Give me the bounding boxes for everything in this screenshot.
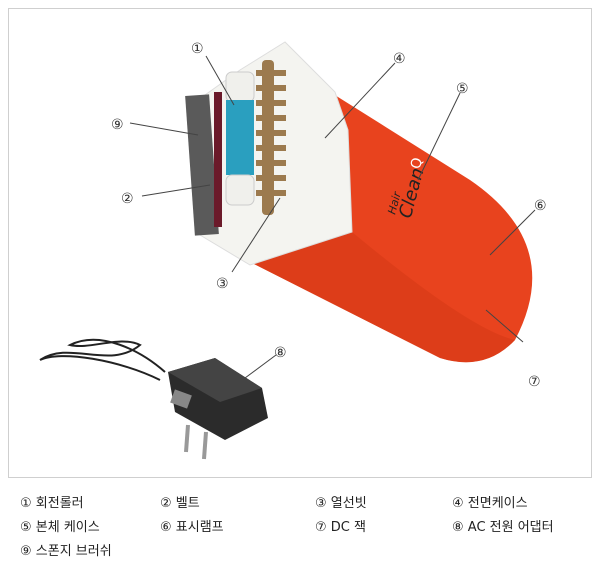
belt (214, 92, 222, 227)
legend-item-5: ⑤ 본체 케이스 (20, 520, 100, 535)
device-illustration: Hair Clean Q ① ② ③ ④ ⑤ ⑥ ⑦ ⑧ ⑨ (39, 41, 547, 460)
callout-1: ① (191, 41, 204, 57)
callout-2: ② (121, 191, 134, 207)
callout-3: ③ (216, 276, 229, 292)
rotating-roller (226, 100, 254, 175)
legend-item-8: ⑧ AC 전원 어댑터 (452, 520, 554, 535)
callout-8: ⑧ (274, 345, 287, 361)
legend-item-7: ⑦ DC 잭 (315, 520, 366, 535)
legend-item-4: ④ 전면케이스 (452, 496, 528, 511)
image-frame (8, 8, 592, 478)
sponge-brush (185, 94, 219, 236)
callout-7: ⑦ (528, 374, 541, 390)
callout-4: ④ (393, 51, 406, 67)
adapter-cable (39, 338, 166, 381)
heated-comb (256, 60, 286, 215)
ac-adapter (168, 358, 268, 460)
legend-item-2: ② 벨트 (160, 496, 200, 511)
callout-5: ⑤ (456, 81, 469, 97)
svg-text:Q: Q (408, 156, 426, 171)
legend-item-1: ① 회전롤러 (20, 496, 84, 511)
svg-text:Hair: Hair (385, 189, 404, 216)
legend-item-3: ③ 열선빗 (315, 496, 367, 511)
legend-item-9: ⑨ 스폰지 브러쉬 (20, 544, 112, 559)
callout-6: ⑥ (534, 198, 547, 214)
callout-9: ⑨ (111, 117, 124, 133)
legend-item-6: ⑥ 표시램프 (160, 520, 224, 535)
